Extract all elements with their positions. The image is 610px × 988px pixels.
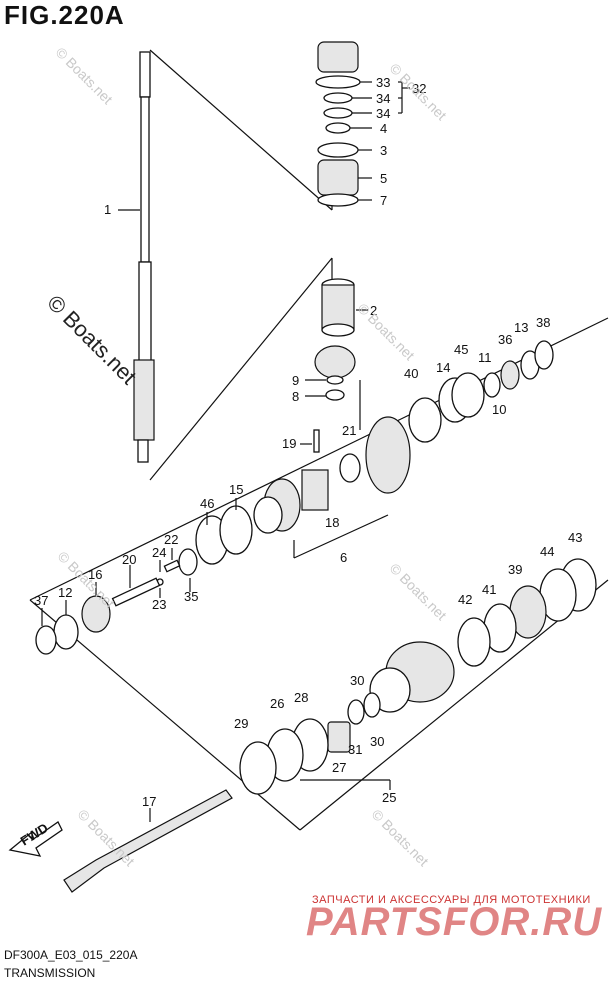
callout-43: 43 (568, 530, 582, 545)
callout-40: 40 (404, 366, 418, 381)
callout-45: 45 (454, 342, 468, 357)
callout-42: 42 (458, 592, 472, 607)
diagram-code: DF300A_E03_015_220A (4, 948, 138, 962)
callout-34a: 34 (376, 91, 390, 106)
part-1-drive-shaft (118, 51, 155, 463)
callout-13: 13 (514, 320, 528, 335)
callout-24: 24 (152, 545, 166, 560)
callout-14: 14 (436, 360, 450, 375)
callout-28: 28 (294, 690, 308, 705)
callout-10: 10 (492, 402, 506, 417)
diagram-title: TRANSMISSION (4, 966, 96, 980)
callout-26: 26 (270, 696, 284, 711)
figure-title: FIG.220A (4, 0, 125, 30)
callout-30b: 30 (370, 734, 384, 749)
callout-33: 33 (376, 75, 390, 90)
callout-17: 17 (142, 794, 156, 809)
callout-19: 19 (282, 436, 296, 451)
part-2-sleeve (321, 278, 368, 337)
callout-11: 11 (478, 350, 492, 365)
callout-39: 39 (508, 562, 522, 577)
callout-30a: 30 (350, 673, 364, 688)
callout-32: 32 (412, 81, 426, 96)
callout-36: 36 (498, 332, 512, 347)
part-left-stack (35, 498, 253, 655)
callout-12: 12 (58, 585, 72, 600)
callout-9: 9 (292, 373, 299, 388)
fwd-arrow (8, 821, 63, 857)
callouts: 1 33 34 34 32 4 3 5 7 2 9 8 19 21 18 6 4… (18, 75, 583, 849)
callout-34b: 34 (376, 106, 390, 121)
part-17-propeller-shaft (63, 789, 233, 893)
callout-8: 8 (292, 389, 299, 404)
callout-6: 6 (340, 550, 347, 565)
callout-4: 4 (380, 121, 387, 136)
callout-2: 2 (370, 303, 377, 318)
callout-16: 16 (88, 567, 102, 582)
callout-27: 27 (332, 760, 346, 775)
callout-25: 25 (382, 790, 396, 805)
callout-35: 35 (184, 589, 198, 604)
callout-7: 7 (380, 193, 387, 208)
callout-1: 1 (104, 202, 111, 217)
part-upper-bearing-stack (315, 41, 410, 207)
callout-15: 15 (229, 482, 243, 497)
callout-22: 22 (164, 532, 178, 547)
parts-site-caption: ЗАПЧАСТИ И АКСЕССУАРЫ ДЛЯ МОТОТЕХНИКИ (312, 894, 591, 906)
callout-29: 29 (234, 716, 248, 731)
part-reverse-gear-assembly (239, 558, 597, 795)
callout-41: 41 (482, 582, 496, 597)
callout-37: 37 (34, 593, 48, 608)
parts-site-logo: PARTSFOR.RU (306, 900, 603, 944)
part-pinion (305, 345, 356, 401)
callout-18: 18 (325, 515, 339, 530)
part-forward-gear (253, 380, 411, 559)
callout-44: 44 (540, 544, 554, 559)
callout-3: 3 (380, 143, 387, 158)
callout-20: 20 (122, 552, 136, 567)
callout-21: 21 (342, 423, 356, 438)
part-bearing-rings-right (408, 340, 554, 443)
callout-46: 46 (200, 496, 214, 511)
callout-5: 5 (380, 171, 387, 186)
callout-31: 31 (348, 742, 362, 757)
callout-23: 23 (152, 597, 166, 612)
callout-38: 38 (536, 315, 550, 330)
